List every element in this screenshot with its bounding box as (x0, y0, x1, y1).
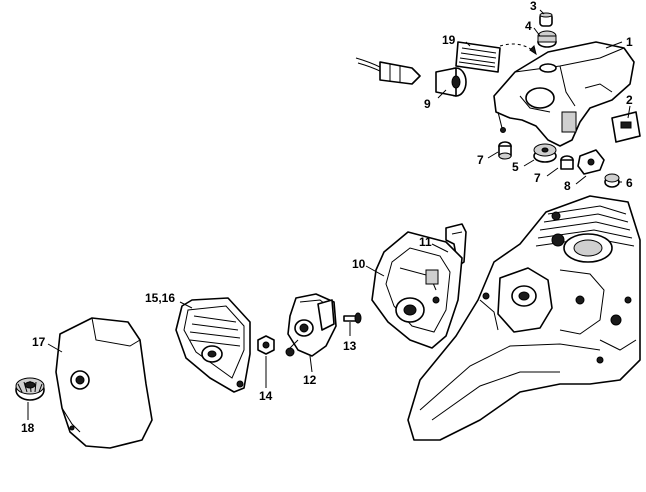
arrow-head (529, 45, 537, 56)
part-17-filter-cover[interactable] (55, 317, 153, 449)
callout-8: 8 (564, 179, 571, 193)
part-14-nut[interactable] (257, 335, 275, 355)
part-18-knob[interactable] (15, 377, 45, 401)
part-6-cap[interactable] (604, 173, 620, 188)
part-1-shroud[interactable] (493, 41, 635, 147)
callout-4: 4 (525, 19, 532, 33)
spark-plug-boot (355, 57, 421, 85)
callout-11: 11 (419, 235, 432, 249)
part-3-knob[interactable] (539, 12, 553, 27)
callout-13: 13 (343, 339, 357, 353)
callout-7b: 7 (534, 171, 541, 185)
callout-labels: 1 2 3 4 5 6 7 7 8 9 10 11 12 13 14 15,16… (21, 0, 633, 435)
callout-6: 6 (626, 176, 633, 190)
part-9-sleeve[interactable] (435, 67, 467, 97)
callout-15-16: 15,16 (145, 291, 175, 305)
callout-10: 10 (352, 257, 366, 271)
part-8-latch[interactable] (577, 149, 605, 175)
chainsaw-housing (407, 195, 641, 441)
part-4-grommet[interactable] (537, 30, 557, 48)
callout-19: 19 (442, 33, 456, 47)
callout-17: 17 (32, 335, 46, 349)
part-10-baffle[interactable] (371, 231, 463, 349)
callout-12: 12 (303, 373, 317, 387)
part-2-clip[interactable] (611, 111, 641, 143)
callout-2: 2 (626, 93, 633, 107)
callout-1: 1 (626, 35, 633, 49)
part-13-screw[interactable] (343, 312, 362, 324)
leader-lines (27, 9, 631, 420)
callout-7a: 7 (477, 153, 484, 167)
part-15-16-air-filter[interactable] (175, 297, 251, 393)
callout-9: 9 (424, 97, 431, 111)
part-12-carburetor[interactable] (285, 293, 337, 357)
callout-14: 14 (259, 389, 273, 403)
part-7-grommet-left[interactable] (498, 141, 512, 160)
part-5-damper[interactable] (533, 143, 557, 163)
arrow-19-to-1 (499, 43, 536, 53)
part-7-grommet-right[interactable] (560, 155, 574, 170)
part-19-filter-insert[interactable] (455, 41, 501, 73)
callout-18: 18 (21, 421, 35, 435)
callout-5: 5 (512, 160, 519, 174)
callout-3: 3 (530, 0, 537, 13)
